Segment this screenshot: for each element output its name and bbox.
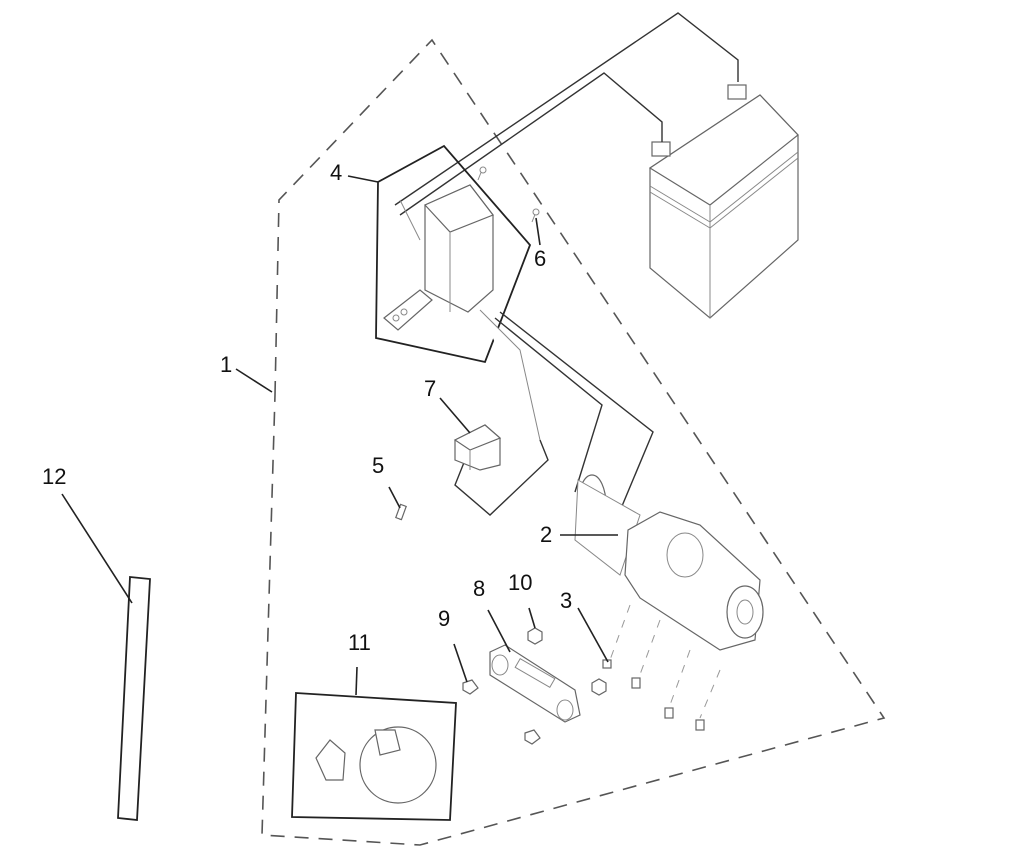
leader-lines xyxy=(61,175,618,696)
callout-2: 2 xyxy=(540,522,552,547)
small-pin xyxy=(395,503,407,521)
callout-5: 5 xyxy=(372,453,384,478)
switch-connector xyxy=(453,424,502,471)
callout-11: 11 xyxy=(348,630,371,655)
fairlead xyxy=(489,644,581,723)
control-box-assembly xyxy=(375,144,540,364)
fairlead-bolts xyxy=(462,679,541,745)
motor-cables xyxy=(454,309,654,519)
callout-7: 7 xyxy=(424,376,436,401)
callout-1: 1 xyxy=(220,352,232,377)
battery xyxy=(648,84,799,319)
callout-labels: 1 2 3 4 5 6 7 8 9 10 11 12 xyxy=(42,160,572,655)
callout-10: 10 xyxy=(508,570,532,595)
fairlead-nuts xyxy=(527,627,607,696)
callout-6: 6 xyxy=(534,246,546,271)
callout-12: 12 xyxy=(42,464,66,489)
strap-bar xyxy=(117,576,151,821)
callout-4: 4 xyxy=(330,160,342,185)
winch-motor xyxy=(574,474,764,731)
callout-3: 3 xyxy=(560,588,572,613)
callout-8: 8 xyxy=(473,576,485,601)
hook-and-stopper-set xyxy=(291,692,457,821)
battery-cables xyxy=(394,12,739,216)
callout-9: 9 xyxy=(438,606,450,631)
assembly-outline xyxy=(261,38,886,846)
